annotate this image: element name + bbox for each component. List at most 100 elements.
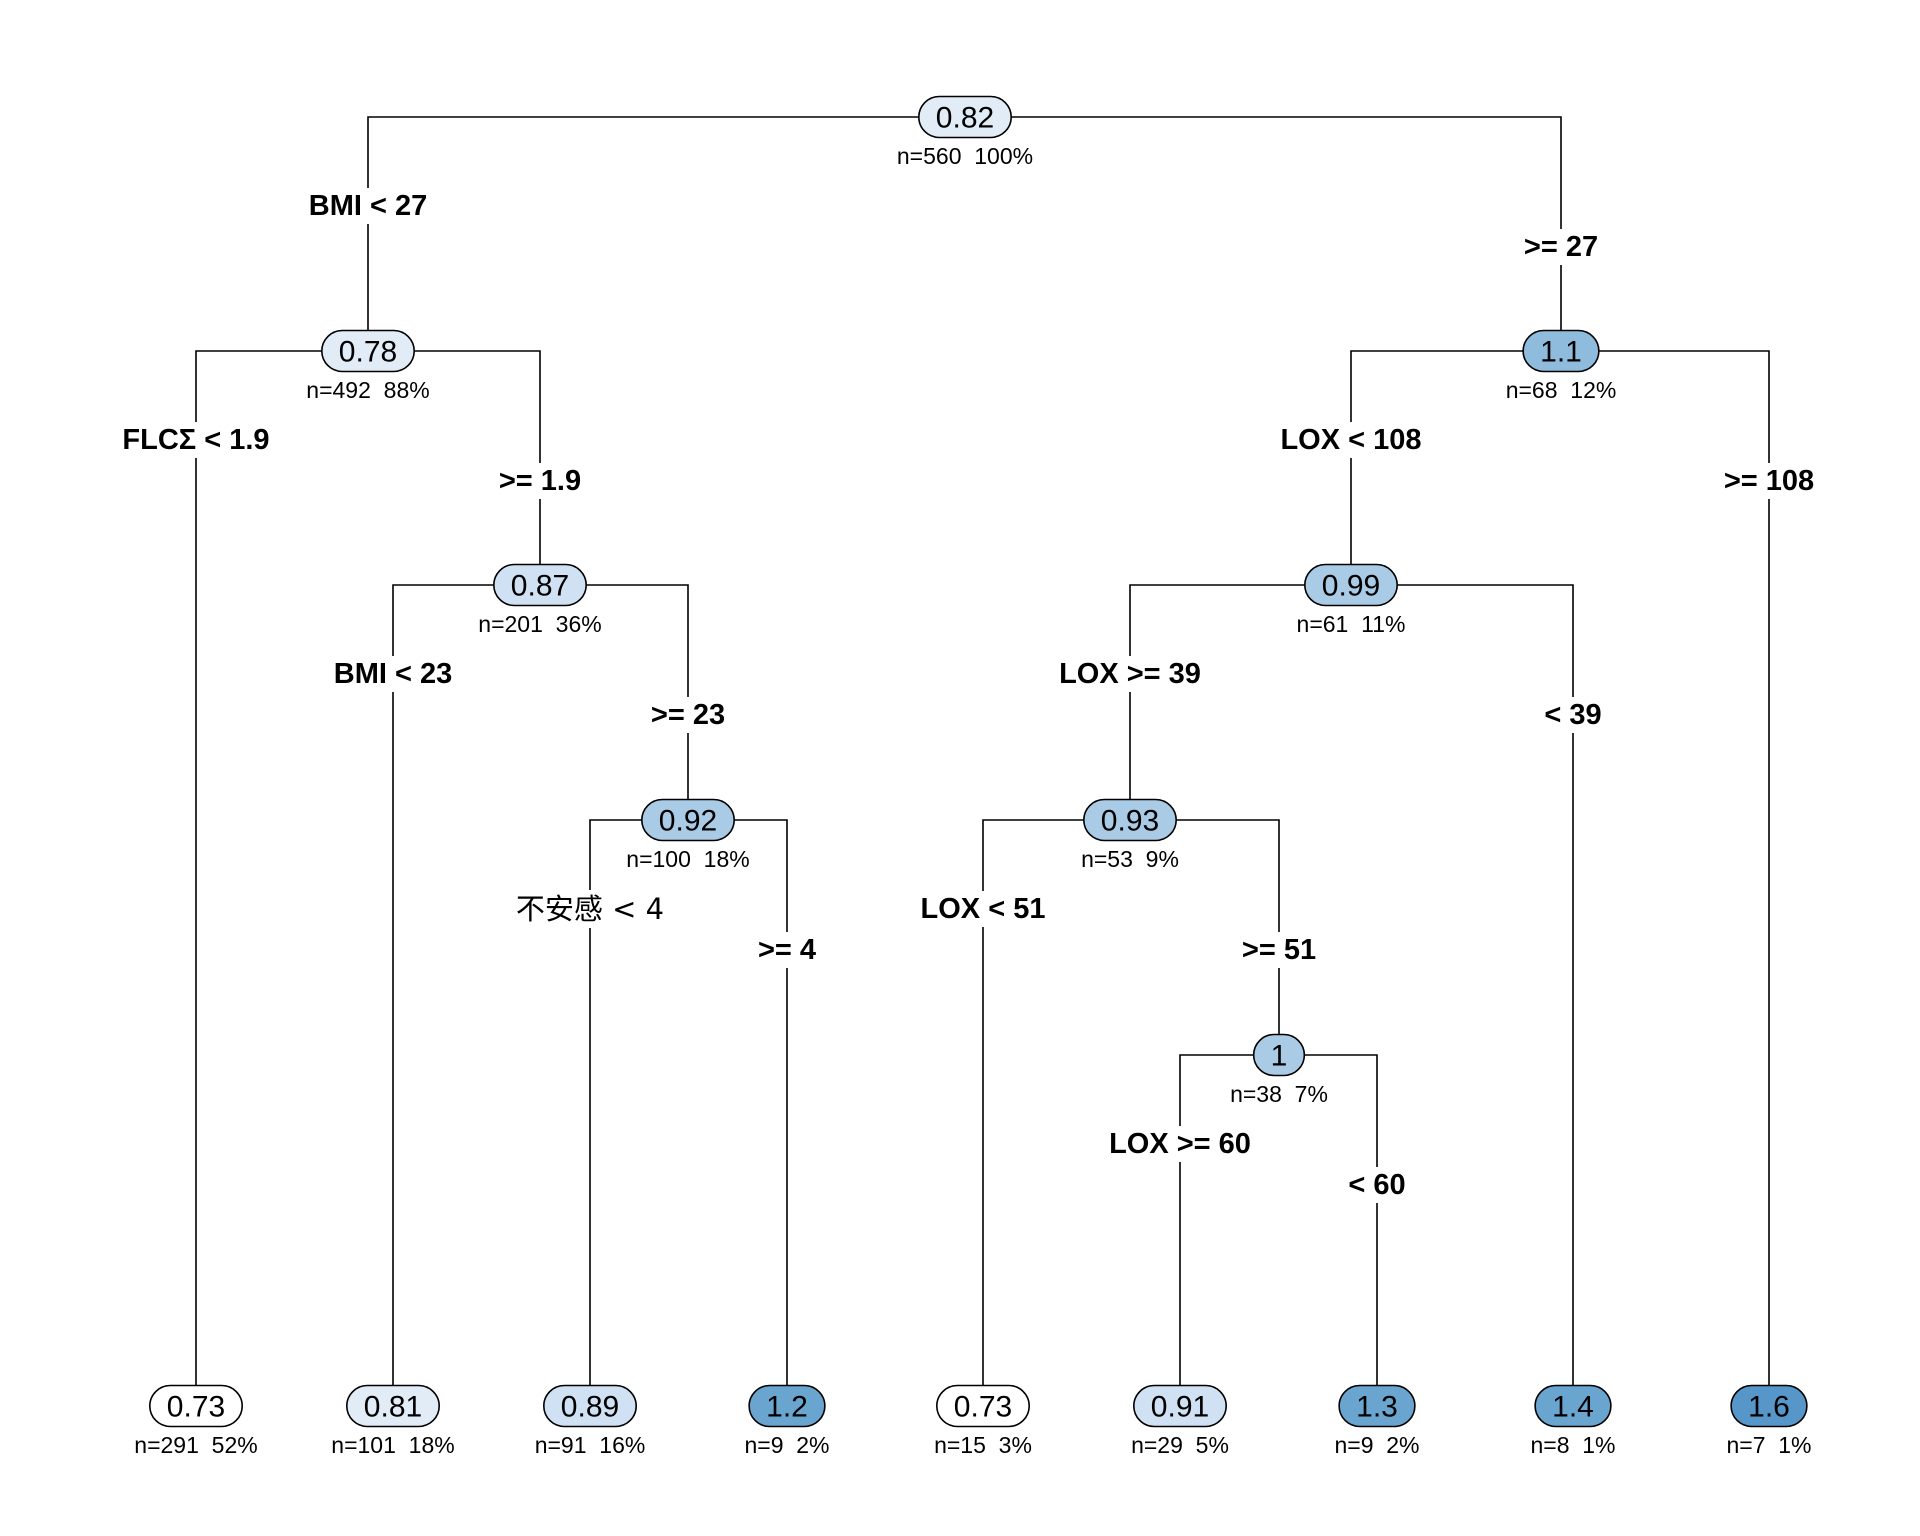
node-box <box>1252 1033 1306 1077</box>
node-box <box>1133 1384 1227 1428</box>
edge-n10-n14 <box>982 819 1130 1406</box>
split-label-left: LOX >= 39 <box>1059 658 1201 690</box>
split-label-right: >= 4 <box>758 934 816 966</box>
split-label-left: BMI < 23 <box>334 658 452 690</box>
node-value: 1.3 <box>1356 1391 1398 1424</box>
node-count: n=8 1% <box>1530 1432 1615 1458</box>
node-value: 0.89 <box>561 1391 619 1424</box>
node-value: 0.99 <box>1322 570 1380 603</box>
node-count: n=492 88% <box>306 377 429 403</box>
node-count: n=53 9% <box>1081 846 1179 872</box>
split-label-background <box>304 188 432 224</box>
node-box <box>1534 1384 1612 1428</box>
edge-n2-n4 <box>195 350 368 1406</box>
node-count: n=201 36% <box>478 611 601 637</box>
edge-n6-n11 <box>1351 584 1574 1406</box>
edge-n3-n6 <box>1350 350 1561 585</box>
split-label-right: < 39 <box>1544 699 1601 731</box>
tree-node: 0.99n=61 11% <box>1297 563 1405 637</box>
edge-n15-n16 <box>1179 1054 1279 1406</box>
edge-n2-n5 <box>368 350 541 585</box>
node-value: 1.4 <box>1552 1391 1594 1424</box>
split-label-right: >= 27 <box>1524 231 1598 263</box>
tree-node: 0.82 n=560 100% <box>897 95 1033 169</box>
tree-node: 1 n=38 7% <box>1230 1033 1328 1107</box>
split-label-background <box>1237 932 1321 968</box>
tree-node: 1.2n=9 2% <box>744 1384 830 1458</box>
edge-n5-n9 <box>540 584 689 820</box>
tree-nodes: 0.82 n=560 100% 0.78 n=492 88% 1.1 n=68 12% 0.… <box>134 95 1812 1458</box>
node-value: 0.87 <box>511 570 569 603</box>
node-count: n=100 18% <box>626 846 749 872</box>
tree-node: 0.73 n=15 3% <box>934 1384 1032 1458</box>
edge-n1-n3 <box>965 116 1562 351</box>
node-value: 0.91 <box>1151 1391 1209 1424</box>
node-count: n=29 5% <box>1131 1432 1229 1458</box>
split-label-background <box>1519 229 1603 265</box>
split-label-background <box>494 463 586 499</box>
tree-node: 0.73n=291 52% <box>134 1384 258 1458</box>
node-count: n=15 3% <box>934 1432 1032 1458</box>
node-count: n=101 18% <box>331 1432 454 1458</box>
node-value: 0.73 <box>954 1391 1012 1424</box>
split-label-left: LOX >= 60 <box>1109 1128 1251 1160</box>
split-label-right: < 60 <box>1348 1169 1405 1201</box>
node-box <box>346 1384 440 1428</box>
node-count: n=7 1% <box>1726 1432 1811 1458</box>
edge-n5-n8 <box>392 584 540 1406</box>
split-label-left: LOX < 108 <box>1280 424 1421 456</box>
node-box <box>149 1384 243 1428</box>
tree-node: 0.89 n=91 16% <box>535 1384 646 1458</box>
node-value: 1.1 <box>1540 336 1582 369</box>
tree-node: 0.93 n=53 9% <box>1081 798 1179 872</box>
split-label-right: >= 1.9 <box>499 465 581 497</box>
node-value: 0.92 <box>659 805 717 838</box>
node-box <box>748 1384 826 1428</box>
node-box <box>641 798 735 842</box>
node-box <box>1304 563 1398 607</box>
split-label-background <box>1276 422 1426 458</box>
node-value: 1 <box>1271 1040 1288 1073</box>
edge-n15-n17 <box>1279 1054 1378 1406</box>
split-label-right: >= 51 <box>1242 934 1316 966</box>
edge-n10-n15 <box>1130 819 1280 1055</box>
node-count: n=91 16% <box>535 1432 646 1458</box>
node-value: 1.6 <box>1748 1391 1790 1424</box>
edge-n6-n10 <box>1129 584 1351 820</box>
node-box <box>1083 798 1177 842</box>
node-box <box>1730 1384 1808 1428</box>
node-box <box>321 329 415 373</box>
tree-edges <box>195 116 1770 1406</box>
split-label-left: FLCΣ < 1.9 <box>122 424 269 456</box>
node-value: 0.82 <box>936 102 994 135</box>
node-count: n=38 7% <box>1230 1081 1328 1107</box>
node-box <box>936 1384 1030 1428</box>
split-label-left: BMI < 27 <box>309 190 427 222</box>
split-label-right: >= 23 <box>651 699 725 731</box>
split-label-background <box>118 422 274 458</box>
split-label-background <box>1105 1126 1255 1162</box>
node-value: 0.81 <box>364 1391 422 1424</box>
split-label-background <box>1344 1167 1410 1203</box>
split-label-left: LOX < 51 <box>921 893 1046 925</box>
node-value: 0.78 <box>339 336 397 369</box>
node-count: n=9 2% <box>744 1432 829 1458</box>
node-value: 0.93 <box>1101 805 1159 838</box>
node-count: n=68 12% <box>1506 377 1617 403</box>
split-label-background <box>1719 463 1819 499</box>
split-label-background <box>753 932 821 968</box>
node-box <box>1522 329 1600 373</box>
edge-n1-n2 <box>367 116 965 351</box>
node-box <box>1338 1384 1416 1428</box>
split-label-background <box>511 890 669 928</box>
tree-node: 1.1 n=68 12% <box>1506 329 1617 403</box>
tree-node: 1.3n=9 2% <box>1334 1384 1420 1458</box>
tree-node: 0.91 n=29 5% <box>1131 1384 1229 1458</box>
split-labels: BMI < 27 >= 27 FLCΣ < 1.9 >= 1.9 LOX < 108 >=… <box>118 188 1819 1203</box>
edge-n9-n13 <box>688 819 788 1406</box>
split-label-background <box>329 656 457 692</box>
edge-n3-n7 <box>1561 350 1770 1406</box>
tree-node: 1.6 n=7 1% <box>1726 1384 1812 1458</box>
node-count: n=560 100% <box>897 143 1033 169</box>
